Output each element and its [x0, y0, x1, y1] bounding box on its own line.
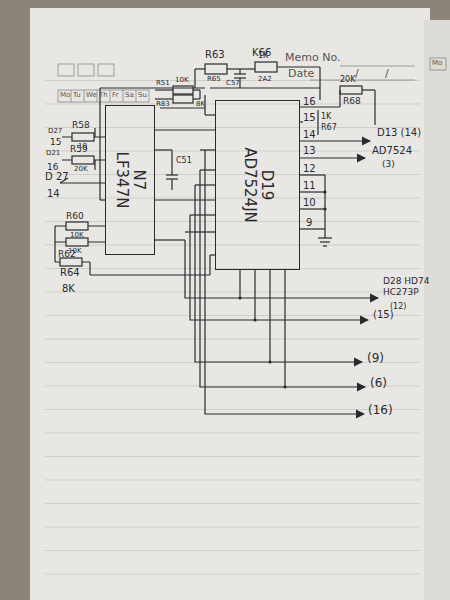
- chip-label: AD7524JN: [240, 147, 257, 223]
- schematic-label: (16): [368, 404, 393, 416]
- schematic-label: C57: [226, 80, 240, 87]
- ic-chip: D19AD7524JN: [215, 100, 300, 270]
- schematic-label: D13 (14): [377, 128, 421, 138]
- schematic-label: Su: [138, 92, 147, 99]
- schematic-label: R63: [205, 50, 225, 60]
- schematic-label: (6): [370, 377, 387, 389]
- chip-label-group: D19AD7524JN: [240, 147, 275, 223]
- schematic-label: Memo No.: [285, 52, 340, 63]
- schematic-label: 8K: [196, 101, 205, 108]
- schematic-label: 15: [50, 138, 61, 147]
- schematic-label: Sa: [125, 92, 134, 99]
- schematic-label: 15: [303, 113, 316, 123]
- schematic-label: 1K: [258, 52, 268, 60]
- schematic-label: Mo: [432, 60, 442, 67]
- schematic-label: /: [385, 68, 389, 79]
- schematic-label: 14: [47, 189, 60, 199]
- schematic-label: 1K: [321, 113, 331, 121]
- schematic-label: 10K: [175, 77, 189, 84]
- schematic-label: HC273P: [383, 288, 419, 297]
- schematic-label: R65: [207, 76, 221, 83]
- schematic-label: R60: [66, 212, 84, 221]
- schematic-label: D21: [46, 150, 60, 157]
- schematic-label: Th: [99, 92, 108, 99]
- schematic-label: R59: [70, 145, 88, 154]
- ic-chip: N7LF347N: [105, 105, 155, 255]
- chip-label: N7: [130, 152, 147, 209]
- schematic-label: 2A2: [258, 76, 272, 83]
- schematic-label: 9: [306, 218, 312, 228]
- schematic-label: We: [86, 92, 97, 99]
- schematic-label: (9): [367, 352, 384, 364]
- schematic-label: 16: [47, 163, 58, 172]
- schematic-label: AD7524: [372, 146, 412, 156]
- schematic-label: 20K: [340, 76, 355, 84]
- schematic-label: 11: [303, 181, 316, 191]
- schematic-label: Mo: [60, 92, 70, 99]
- schematic-label: R68: [343, 97, 361, 106]
- schematic-label: D 27: [45, 172, 69, 182]
- schematic-label: Date: [288, 68, 314, 79]
- schematic-label: 14: [303, 130, 316, 140]
- schematic-label: 12: [303, 164, 316, 174]
- header-icons: [58, 58, 446, 102]
- chip-label: LF347N: [113, 152, 130, 209]
- ruled-lines: [45, 80, 420, 595]
- schematic-label: R83: [156, 101, 170, 108]
- schematic-label: 10K: [70, 232, 84, 239]
- schematic-label: D28 HD74: [383, 277, 429, 286]
- schematic-label: /: [355, 68, 359, 79]
- schematic-label: R67: [321, 124, 337, 132]
- notebook-page: [30, 8, 430, 600]
- schematic-label: (3): [382, 160, 395, 169]
- schematic-label: 16: [303, 97, 316, 107]
- schematic-label: Tu: [73, 92, 81, 99]
- schematic-label: D27: [48, 128, 62, 135]
- next-page: [424, 20, 450, 600]
- schematic-label: R62: [58, 250, 76, 259]
- schematic-label: 8K: [62, 284, 75, 294]
- chip-label: D19: [258, 147, 275, 223]
- schematic-label: (15): [373, 310, 394, 320]
- schematic-label: 13: [303, 146, 316, 156]
- schematic-label: 20K: [74, 166, 88, 173]
- schematic-label: R64: [60, 268, 80, 278]
- schematic-label: C51: [176, 157, 192, 165]
- schematic-label: R58: [72, 121, 90, 130]
- wires: [55, 62, 378, 414]
- schematic-label: R51: [156, 80, 170, 87]
- chip-label-group: N7LF347N: [113, 152, 148, 209]
- schematic-label: 10: [303, 198, 316, 208]
- schematic-label: Fr: [112, 92, 118, 99]
